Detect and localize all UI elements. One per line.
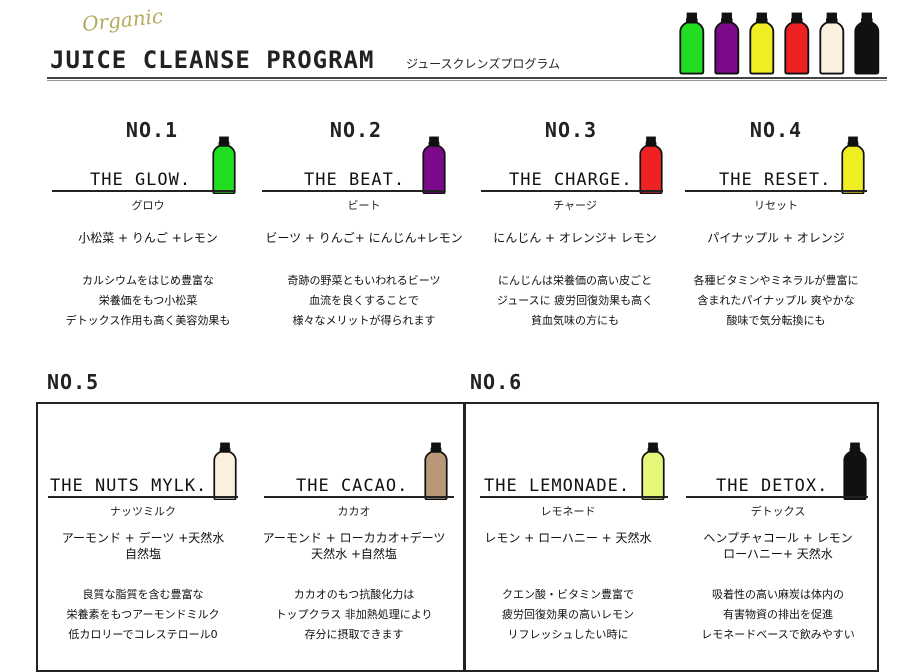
- juice-name: THE CHARGE.: [509, 170, 633, 190]
- juice-description: 奇跡の野菜ともいわれるビーツ: [287, 274, 441, 287]
- bottle-icon: [842, 442, 868, 501]
- juice-description: トップクラス 非加熱処理により: [275, 608, 433, 621]
- lineup-bottle-icon: [854, 12, 880, 75]
- juice-description: 血流を良くすることで: [309, 294, 419, 307]
- name-underline: [686, 496, 868, 498]
- juice-name: THE CACAO.: [296, 476, 409, 496]
- lineup-bottle-icon: [679, 12, 705, 75]
- bottle-icon: [840, 136, 866, 195]
- juice-kana: リセット: [754, 199, 798, 212]
- bottle-icon: [638, 136, 664, 195]
- name-underline: [264, 496, 454, 498]
- juice-kana: デトックス: [750, 505, 806, 518]
- juice-ingredients: レモン + ローハニー + 天然水: [484, 531, 652, 545]
- juice-kana: ナッツミルク: [110, 505, 176, 518]
- juice-ingredients: にんじん + オレンジ+ レモン: [493, 231, 657, 245]
- juice-number: NO.1: [125, 118, 179, 142]
- juice-description: 有害物資の排出を促進: [723, 608, 833, 621]
- juice-description: デトックス作用も高く美容効果も: [65, 314, 231, 327]
- section-number-6: NO.6: [470, 370, 523, 394]
- page-title: JUICE CLEANSE PROGRAM: [50, 46, 375, 74]
- name-underline: [52, 190, 234, 192]
- juice-description: 酸味で気分転換にも: [726, 314, 826, 327]
- bottle-lineup: [679, 12, 880, 75]
- juice-ingredients: アーモンド + デーツ +天然水: [61, 531, 225, 545]
- juice-description: ジュースに 疲労回復効果も高く: [496, 294, 654, 307]
- juice-ingredients: ヘンプチャコール + レモン: [703, 531, 853, 545]
- juice-ingredients: アーモンド + ローカカオ+デーツ: [262, 531, 446, 545]
- juice-name: THE BEAT.: [304, 170, 406, 190]
- juice-name: THE RESET.: [719, 170, 832, 190]
- juice-description: 各種ビタミンやミネラルが豊富に: [693, 274, 859, 287]
- juice-name: THE DETOX.: [716, 476, 829, 496]
- juice-description: 低カロリーでコレステロール0: [68, 628, 218, 641]
- bottle-icon: [421, 136, 447, 195]
- name-underline: [48, 496, 238, 498]
- juice-kana: チャージ: [553, 199, 597, 212]
- juice-description: 栄養価をもつ小松菜: [98, 294, 198, 307]
- juice-number: NO.2: [329, 118, 383, 142]
- juice-kana: カカオ: [337, 505, 371, 518]
- juice-kana: ビート: [347, 199, 381, 212]
- lineup-bottle-icon: [749, 12, 775, 75]
- juice-ingredients: 小松菜 + りんご +レモン: [78, 231, 218, 245]
- juice-number: NO.4: [749, 118, 803, 142]
- bottle-lineup-group: [679, 12, 880, 75]
- bottle-icon: [212, 442, 238, 501]
- lineup-bottle-icon: [784, 12, 810, 75]
- bottle-icon: [211, 136, 237, 195]
- juice-description: リフレッシュしたい時に: [507, 628, 629, 641]
- name-underline: [262, 190, 444, 192]
- juice-ingredients: ローハニー+ 天然水: [723, 547, 833, 561]
- juice-kana: レモネード: [540, 505, 596, 518]
- juice-description: カカオのもつ抗酸化力は: [293, 588, 415, 601]
- juice-ingredients: 自然塩: [124, 547, 161, 561]
- section-number-5: NO.5: [47, 370, 100, 394]
- page-subtitle: ジュースクレンズプログラム: [406, 57, 560, 71]
- juice-ingredients: ビーツ + りんご+ にんじん+レモン: [265, 231, 463, 245]
- juice-description: カルシウムをはじめ豊富な: [82, 274, 214, 287]
- organic-script: Organic: [80, 3, 165, 37]
- lineup-bottle-icon: [714, 12, 740, 75]
- header-rule-thin: [47, 80, 887, 81]
- juice-description: 様々なメリットが得られます: [292, 314, 436, 327]
- juice-description: レモネードベースで飲みやすい: [701, 628, 855, 641]
- juice-name: THE GLOW.: [90, 170, 192, 190]
- bottle-icon: [423, 442, 449, 501]
- juice-description: クエン酸・ビタミン豊富で: [502, 588, 634, 601]
- juice-number: NO.3: [544, 118, 598, 142]
- juice-ingredients: パイナップル + オレンジ: [707, 231, 845, 245]
- juice-ingredients: 天然水 +自然塩: [311, 547, 397, 561]
- juice-description: 含まれたパイナップル 爽やかな: [697, 294, 855, 307]
- name-underline: [480, 496, 668, 498]
- bottle-icon: [640, 442, 666, 501]
- juice-description: 存分に摂取できます: [304, 628, 404, 641]
- lineup-bottle-icon: [819, 12, 845, 75]
- juice-description: 栄養素をもつアーモンドミルク: [66, 608, 220, 621]
- juice-kana: グロウ: [131, 199, 165, 212]
- juice-name: THE NUTS MYLK.: [50, 476, 208, 496]
- header-rule: [47, 77, 887, 79]
- juice-description: にんじんは栄養価の高い皮ごと: [498, 274, 652, 287]
- name-underline: [481, 190, 663, 192]
- juice-description: 貧血気味の方にも: [531, 314, 619, 327]
- juice-description: 吸着性の高い麻炭は体内の: [712, 588, 844, 601]
- juice-description: 疲労回復効果の高いレモン: [502, 608, 634, 621]
- name-underline: [685, 190, 867, 192]
- juice-name: THE LEMONADE.: [484, 476, 631, 496]
- juice-description: 良質な脂質を含む豊富な: [82, 588, 204, 601]
